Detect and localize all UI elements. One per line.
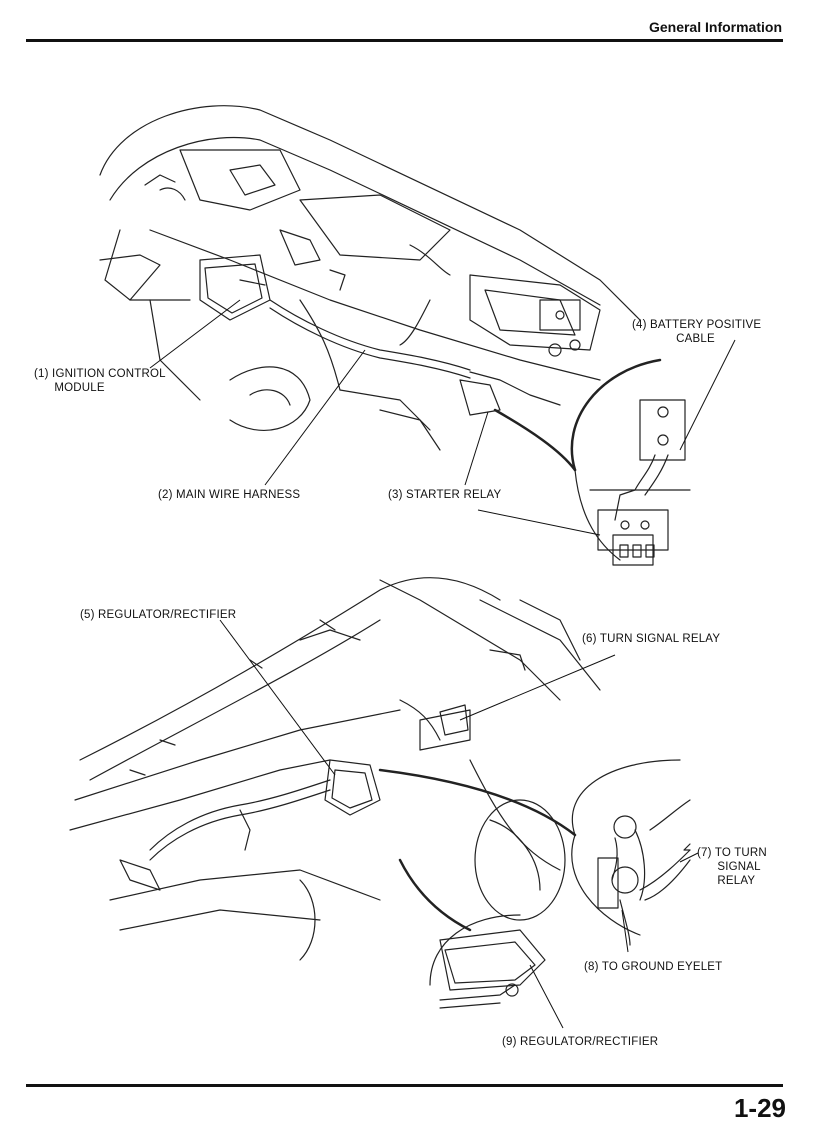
regulator-detail-drawing	[398, 858, 546, 1009]
callout-battery-positive-cable: (4) BATTERY POSITIVE CABLE	[632, 319, 762, 345]
callout-to-turn-signal-relay: (7) TO TURN SIGNAL RELAY	[697, 847, 767, 887]
bottom-frame-drawing	[69, 577, 601, 961]
callout-regulator-rectifier-detail: (9) REGULATOR/RECTIFIER	[502, 1036, 659, 1048]
page-header-title: General Information	[648, 19, 782, 35]
callout-to-ground-eyelet: (8) TO GROUND EYELET	[584, 961, 723, 973]
callout-regulator-rectifier: (5) REGULATOR/RECTIFIER	[80, 609, 237, 621]
callout-turn-signal-relay: (6) TURN SIGNAL RELAY	[582, 633, 721, 645]
top-detail-drawing	[493, 358, 691, 566]
callout-ignition-control-module: (1) IGNITION CONTROL MODULE	[34, 368, 166, 394]
bottom-detail-drawing	[378, 759, 691, 946]
callout-starter-relay: (3) STARTER RELAY	[388, 489, 502, 501]
callout-main-wire-harness: (2) MAIN WIRE HARNESS	[158, 489, 301, 501]
top-frame-drawing	[99, 105, 641, 451]
footer-rule	[26, 1084, 783, 1087]
page-number: 1-29	[733, 1093, 786, 1123]
header-rule	[26, 39, 783, 42]
